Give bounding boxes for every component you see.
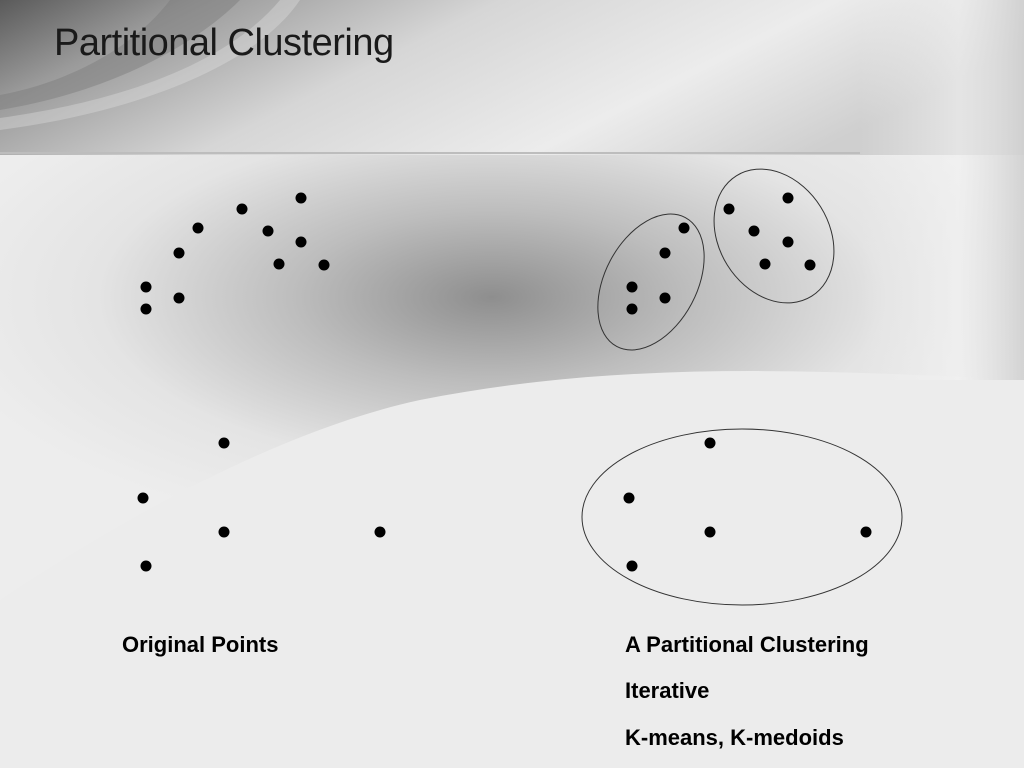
clustered-point-7 [759, 258, 771, 270]
clustered-point-14 [704, 526, 716, 538]
clustered-point-9 [626, 281, 638, 293]
original-point-14 [218, 526, 230, 538]
cluster-ellipse-left [597, 213, 705, 351]
original-point-2 [236, 203, 248, 215]
clustered-point-5 [782, 236, 794, 248]
original-point-11 [140, 303, 152, 315]
caption-iterative: Iterative [625, 678, 710, 703]
original-point-8 [318, 259, 330, 271]
original-point-10 [173, 292, 185, 304]
clustered-point-8 [804, 259, 816, 271]
clustered-point-11 [626, 303, 638, 315]
original-point-4 [262, 225, 274, 237]
caption-original-points: Original Points [122, 632, 279, 657]
original-point-13 [137, 492, 149, 504]
original-point-3 [192, 222, 204, 234]
clustered-point-2 [723, 203, 735, 215]
clustered-point-1 [782, 192, 794, 204]
clustered-point-12 [704, 437, 716, 449]
original-point-12 [218, 437, 230, 449]
clusters-group [581, 168, 903, 606]
caption-algorithms: K-means, K-medoids [625, 725, 844, 750]
slide-title: Partitional Clustering [54, 22, 394, 64]
cluster-ellipse-right [713, 168, 835, 304]
clustered-point-16 [626, 560, 638, 572]
original-point-9 [140, 281, 152, 293]
original-point-5 [295, 236, 307, 248]
caption-partitional-clustering: A Partitional Clustering [625, 632, 869, 657]
clustered-point-13 [623, 492, 635, 504]
original-point-6 [173, 247, 185, 259]
clustered-points-group [623, 192, 872, 572]
clustered-point-3 [678, 222, 690, 234]
clustered-point-10 [659, 292, 671, 304]
clustered-point-6 [659, 247, 671, 259]
original-point-16 [140, 560, 152, 572]
original-point-7 [273, 258, 285, 270]
cluster-ellipse-bottom [581, 428, 903, 606]
original-points-group [137, 192, 386, 572]
original-point-1 [295, 192, 307, 204]
clustered-point-4 [748, 225, 760, 237]
original-point-15 [374, 526, 386, 538]
clustered-point-15 [860, 526, 872, 538]
